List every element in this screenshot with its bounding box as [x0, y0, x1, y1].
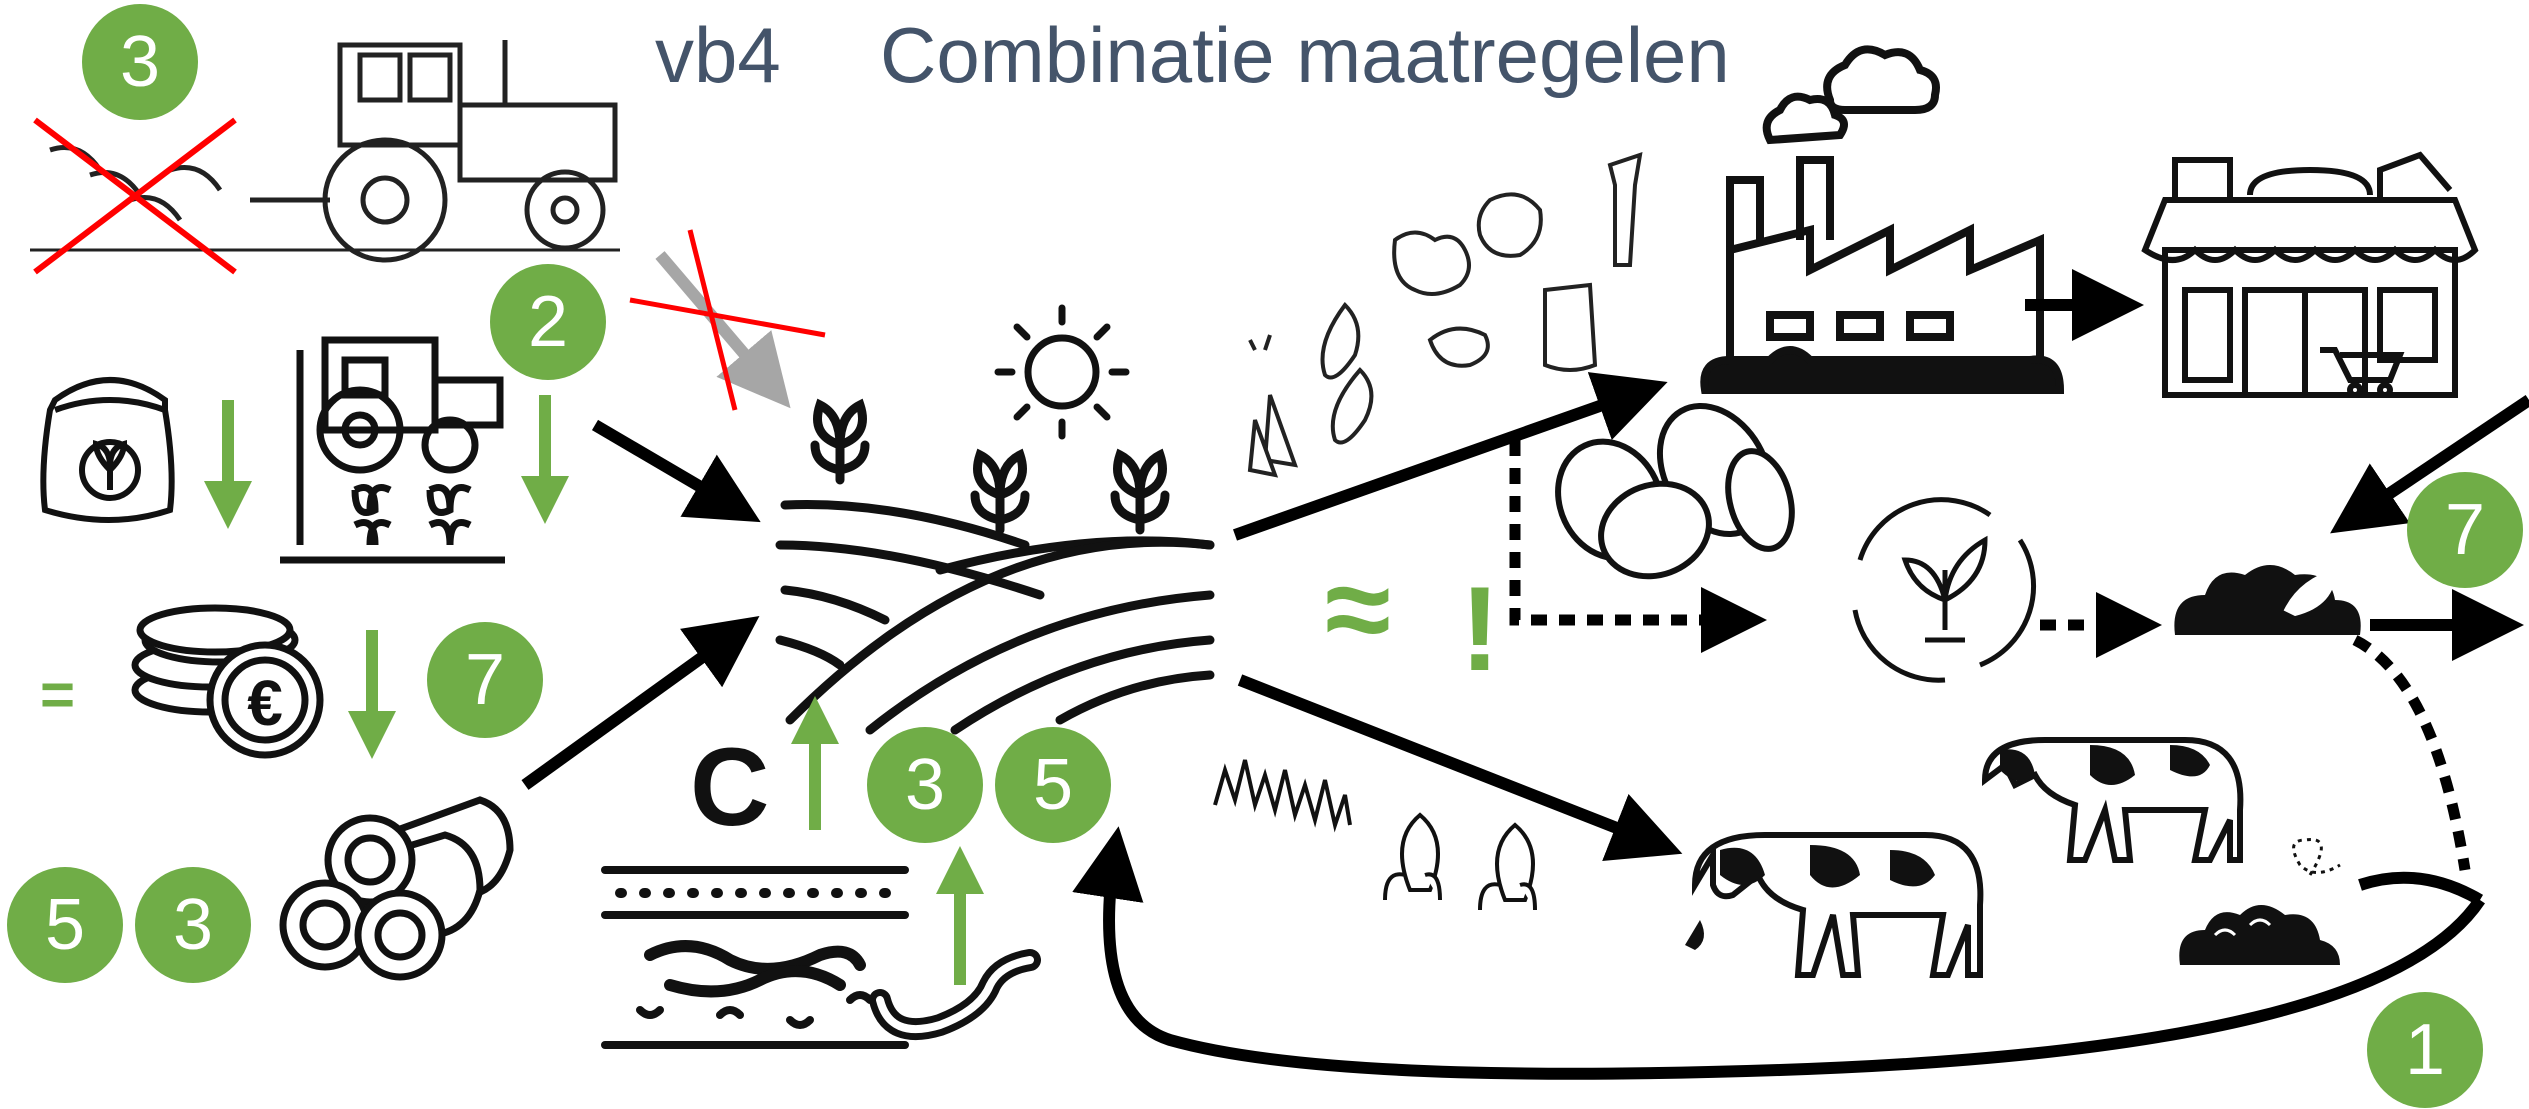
arrow-shop-to-compost: [2330, 395, 2529, 534]
logs-icon: [279, 796, 514, 981]
grass-corn-icon: [1213, 759, 1537, 911]
svg-text:3: 3: [905, 745, 945, 825]
svg-text:3: 3: [120, 22, 160, 102]
svg-text:1: 1: [2405, 1010, 2445, 1090]
badge-plough: 3: [82, 4, 198, 120]
carbon-symbol: C: [690, 726, 769, 849]
badge-soil-b: 5: [995, 727, 1111, 843]
fertilizer-bag-icon: [40, 377, 175, 523]
arrow-return-loop: [1072, 826, 2485, 1080]
green-indicator-arrows: [204, 395, 984, 985]
arrow-field-to-cows: [1237, 674, 1683, 861]
approx-symbol: ≈: [1325, 542, 1391, 676]
badge-money: 7: [427, 622, 543, 738]
compost-heap-icon: [2174, 565, 2361, 635]
exclaim-symbol: !: [1460, 562, 1500, 696]
shop-icon: [2141, 151, 2479, 398]
cows-icon: [1685, 737, 2244, 978]
arrow-field-to-factory: [1232, 372, 1668, 541]
compost-small-icon: [2179, 837, 2341, 965]
badge-loop: 1: [2367, 992, 2483, 1108]
recycle-plant-icon: [1852, 497, 2036, 683]
dotted-arrows: [1509, 440, 2471, 871]
arrow-logs-to-field: [521, 615, 760, 790]
euro-symbol: €: [247, 667, 283, 739]
page-title: Combinatie maatregelen: [880, 11, 1730, 99]
svg-text:5: 5: [1033, 745, 1073, 825]
title-code: vb4: [655, 11, 781, 99]
coins-euro-icon: [131, 604, 324, 759]
svg-text:2: 2: [528, 282, 568, 362]
dotted-arrow-compost-down: [2352, 635, 2471, 871]
soil-worm-icon: [601, 866, 1041, 1049]
arrow-compost-to-loop: [2358, 871, 2484, 906]
field-crops-icon: [775, 398, 1215, 735]
svg-text:7: 7: [2445, 490, 2485, 570]
badge-compost-in: 7: [2407, 472, 2523, 588]
sun-icon: [994, 304, 1130, 440]
potatoes-icon: [1555, 403, 1795, 580]
svg-text:5: 5: [45, 885, 85, 965]
badge-wood-a: 5: [7, 867, 123, 983]
badge-wood-b: 3: [135, 867, 251, 983]
factory-icon: [1700, 45, 2065, 394]
dotted-arrow-potatoes-recycle: [1509, 440, 1767, 653]
badge-tractor: 2: [490, 264, 606, 380]
gray-input-arrow: [629, 229, 826, 411]
equals-symbol: =: [40, 661, 75, 728]
arrow-tractor-to-field: [591, 419, 761, 523]
badge-soil-a: 3: [867, 727, 983, 843]
cross-out-plough: [33, 117, 237, 275]
vegetables-icon: [1247, 152, 1643, 478]
flow-arrows: [521, 269, 2529, 1080]
sprayer-tractor-icon: [280, 336, 505, 564]
svg-text:7: 7: [465, 640, 505, 720]
svg-text:3: 3: [173, 885, 213, 965]
